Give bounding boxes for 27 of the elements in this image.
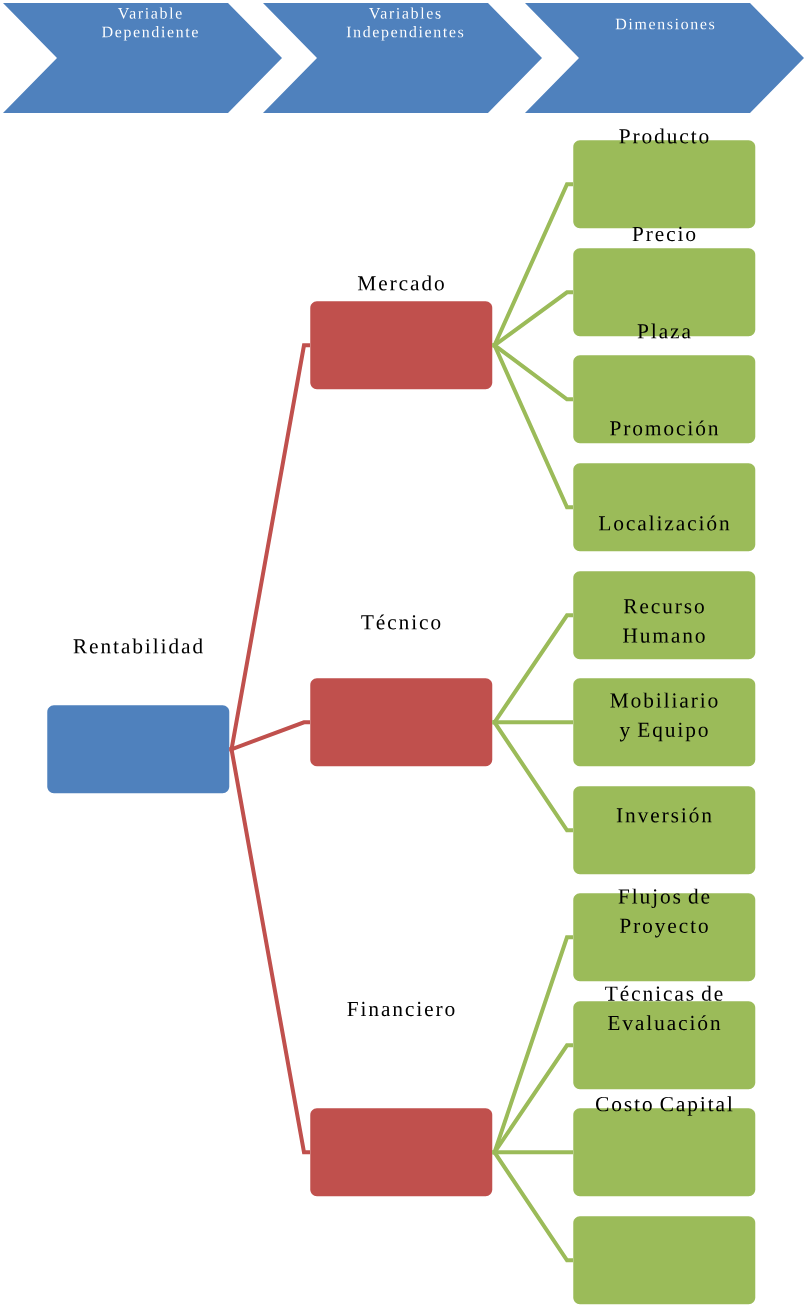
- node-label: Precio: [632, 226, 696, 242]
- node-label: Técnico: [361, 614, 441, 630]
- step-header: Dimensiones: [525, 3, 804, 113]
- dimension-box: Flujos de Proyecto: [573, 888, 756, 982]
- dimension-box: Localización: [573, 463, 756, 552]
- dimension-box: Técnicas de Evaluación: [573, 985, 756, 1090]
- category-box: Técnico: [310, 614, 493, 767]
- connector-line: [492, 290, 573, 348]
- dimension-box: Inversión: [573, 786, 756, 875]
- dimension-box: Recurso Humano: [573, 571, 756, 660]
- connector-line: [228, 747, 310, 1155]
- dimension-box: Mobiliario y Equipo: [573, 678, 756, 767]
- step-header: Variable Dependiente: [3, 3, 282, 113]
- node-label: Rentabilidad: [73, 638, 203, 654]
- root-box: Rentabilidad: [47, 638, 230, 794]
- connector-line: [491, 1150, 573, 1263]
- node-label: Técnicas de: [605, 985, 723, 1001]
- category-box: Mercado: [310, 275, 493, 390]
- connector-line: [491, 720, 573, 833]
- category-box: Financiero: [310, 1001, 493, 1197]
- dimension-box: [573, 1216, 756, 1305]
- dimension-box: Promoción: [573, 355, 756, 444]
- connector-line: [491, 343, 573, 510]
- node-label: Mercado: [357, 275, 444, 291]
- dimension-box: Precio Plaza: [573, 226, 756, 339]
- step-header: Variables Independientes: [263, 3, 542, 113]
- node-label: Financiero: [347, 1001, 455, 1017]
